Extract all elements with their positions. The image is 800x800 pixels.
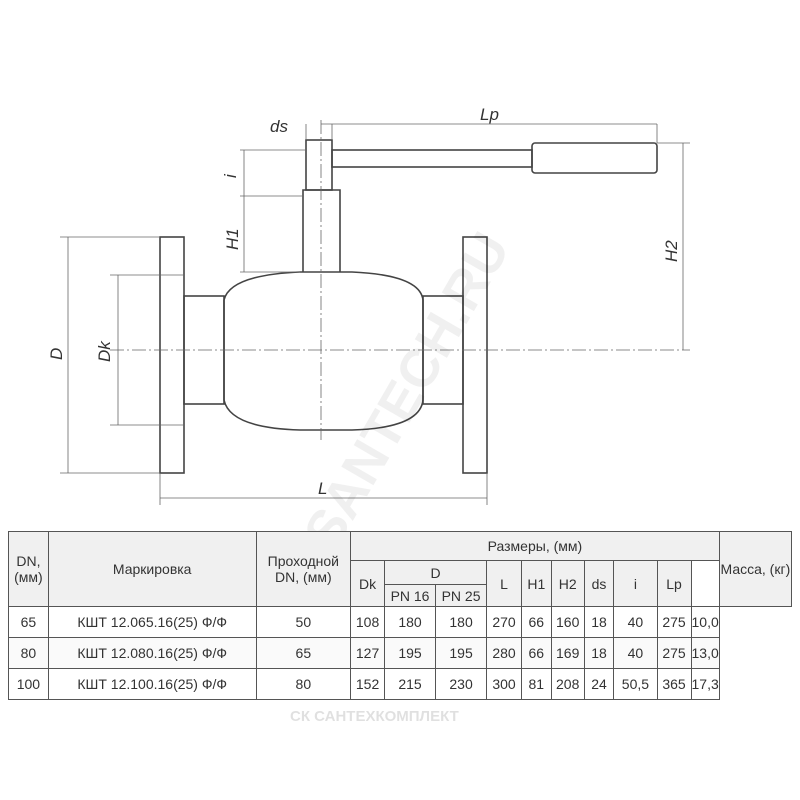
table-cell: 80	[255, 668, 352, 700]
table-cell: 18	[583, 606, 615, 638]
header-d: D	[384, 560, 488, 585]
table-cell: 66	[520, 606, 552, 638]
table-cell: 80	[8, 637, 49, 669]
table-cell: 270	[486, 606, 522, 638]
header-pn25: PN 25	[435, 584, 488, 607]
table-cell: 280	[486, 637, 522, 669]
label-dk: Dk	[95, 340, 114, 362]
table-cell: 180	[435, 606, 488, 638]
header-ds: ds	[583, 560, 615, 607]
table-cell: 275	[656, 606, 692, 638]
table-cell: 169	[550, 637, 585, 669]
left-flange	[159, 236, 185, 474]
label-i: i	[221, 173, 240, 178]
table-cell: 40	[613, 606, 658, 638]
header-dn: DN, (мм)	[8, 531, 49, 607]
table-cell: 152	[350, 668, 386, 700]
table-cell: 50	[255, 606, 352, 638]
table-cell: 195	[435, 637, 488, 669]
table-cell: 215	[384, 668, 437, 700]
table-cell: 50,5	[613, 668, 658, 700]
table-cell: 230	[435, 668, 488, 700]
header-sizes: Размеры, (мм)	[350, 531, 720, 561]
table-cell: 180	[384, 606, 437, 638]
table-cell: 100	[8, 668, 49, 700]
table-cell: 127	[350, 637, 386, 669]
label-lp: Lp	[480, 105, 499, 124]
table-cell: КШТ 12.080.16(25) Ф/Ф	[47, 637, 257, 669]
table-cell: 40	[613, 637, 658, 669]
header-h1: H1	[520, 560, 552, 607]
table-cell: 13,0	[690, 637, 720, 669]
label-h1: H1	[223, 228, 242, 250]
table-cell: 65	[255, 637, 352, 669]
handle-grip	[531, 142, 658, 174]
table-cell: 275	[656, 637, 692, 669]
header-dk: Dk	[350, 560, 386, 607]
table-cell: 17,3	[690, 668, 720, 700]
header-h2: H2	[550, 560, 585, 607]
label-ds: ds	[270, 117, 288, 136]
header-i: i	[613, 560, 658, 607]
label-h2: H2	[662, 240, 681, 262]
table-cell: 66	[520, 637, 552, 669]
table-cell: 195	[384, 637, 437, 669]
table-cell: КШТ 12.065.16(25) Ф/Ф	[47, 606, 257, 638]
header-lp: Lp	[656, 560, 692, 607]
table-cell: 65	[8, 606, 49, 638]
header-l: L	[486, 560, 522, 607]
table-cell: 18	[583, 637, 615, 669]
header-pass-dn: Проходной DN, (мм)	[255, 531, 352, 607]
table-cell: 300	[486, 668, 522, 700]
label-l: L	[318, 479, 327, 498]
table-cell: 24	[583, 668, 615, 700]
handle-arm	[331, 149, 533, 168]
table-cell: 208	[550, 668, 585, 700]
stem-top	[305, 139, 333, 191]
header-marking: Маркировка	[47, 531, 257, 607]
table-cell: 10,0	[690, 606, 720, 638]
table-cell: 81	[520, 668, 552, 700]
valve-body	[223, 271, 424, 431]
header-mass: Масса, (кг)	[718, 531, 793, 607]
footer-logo: СК САНТЕХКОМПЛЕКТ	[290, 708, 459, 725]
dimensions-table: DN, (мм) Маркировка Проходной DN, (мм) Р…	[8, 531, 793, 700]
table-cell: 160	[550, 606, 585, 638]
table-cell: 365	[656, 668, 692, 700]
table-cell: КШТ 12.100.16(25) Ф/Ф	[47, 668, 257, 700]
valve-stem	[302, 189, 341, 272]
table-cell: 108	[350, 606, 386, 638]
ball-valve-drawing: ds Lp i H1 H2 D Dk L	[47, 105, 690, 505]
label-d: D	[47, 348, 66, 360]
header-pn16: PN 16	[384, 584, 437, 607]
